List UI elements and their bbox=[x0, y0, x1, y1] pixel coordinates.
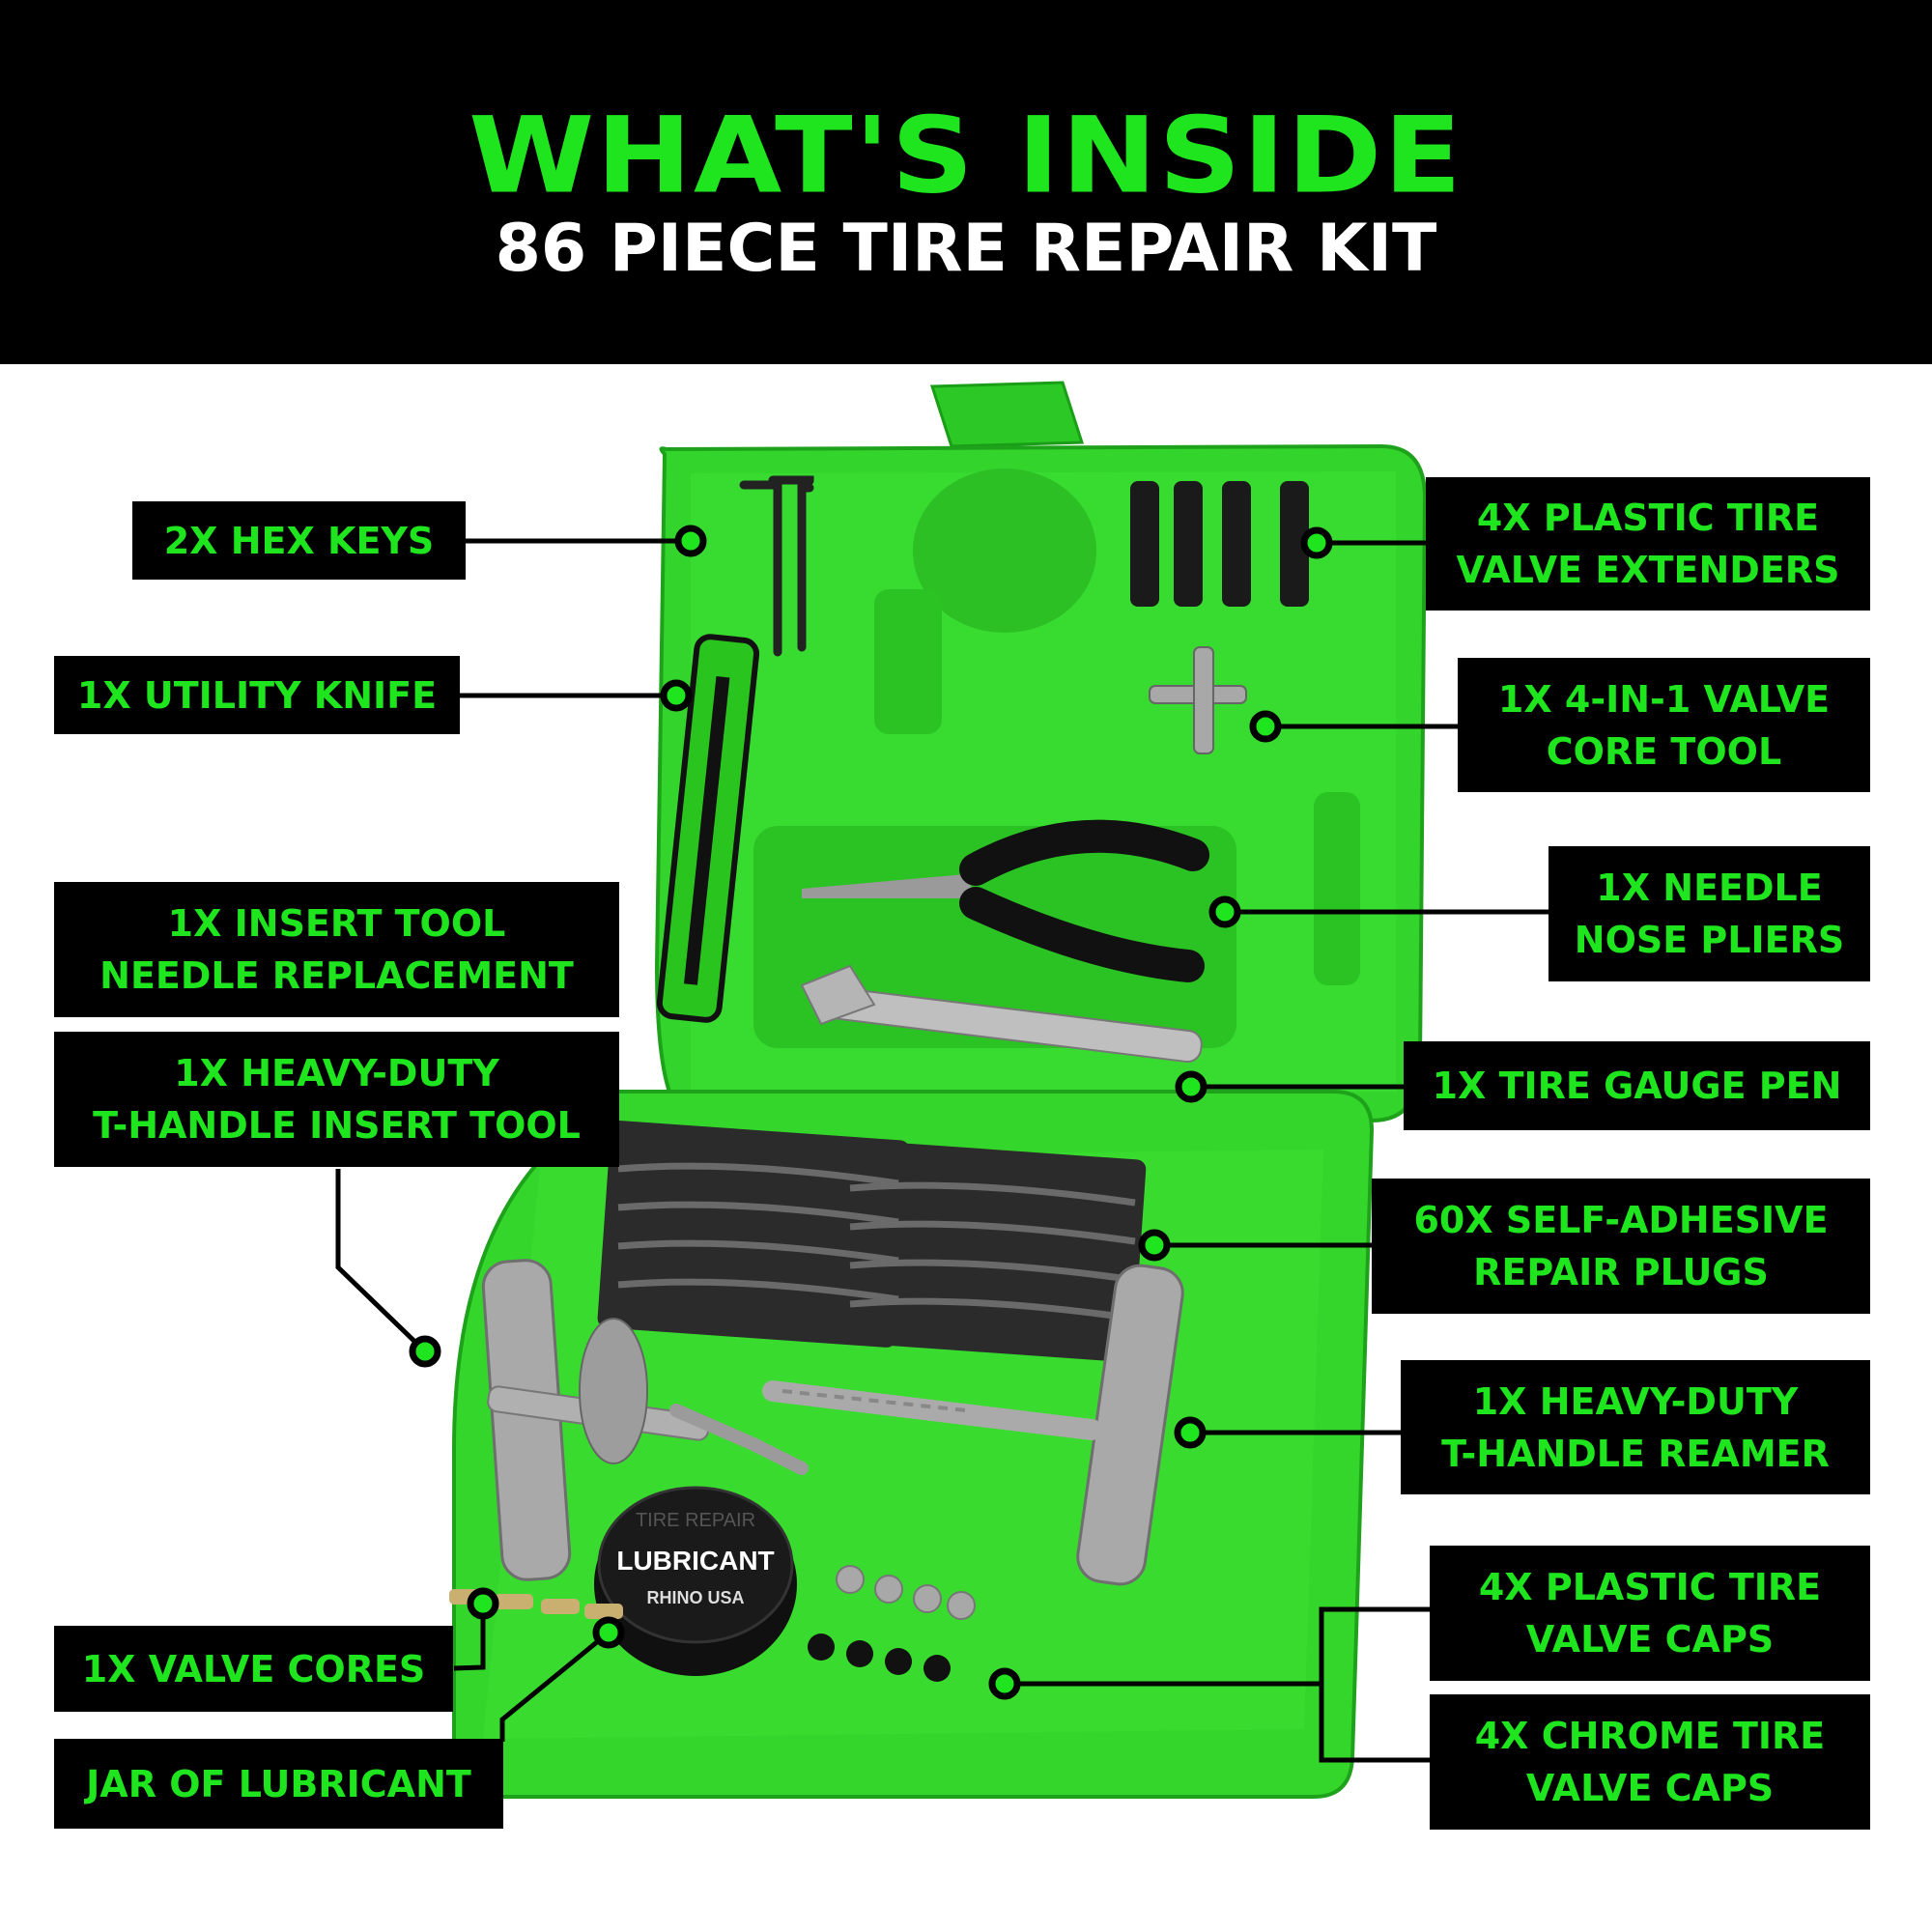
label-core-tool-line1: 4-IN-1 VALVE bbox=[1564, 677, 1831, 721]
label-plastic-caps-qty: 4X bbox=[1478, 1566, 1533, 1608]
label-core-tool: 1X 4-IN-1 VALVE CORE TOOL bbox=[1458, 658, 1870, 792]
utility-knife bbox=[656, 634, 760, 1023]
label-valve-cores: 1X VALVE CORES bbox=[54, 1626, 453, 1712]
case-handle bbox=[929, 381, 1085, 448]
label-pliers-line1: NEEDLE bbox=[1662, 867, 1823, 909]
label-plastic-caps-line2: VALVE CAPS bbox=[1525, 1618, 1775, 1661]
connector-lines bbox=[335, 538, 1548, 1763]
page-subtitle: 86 PIECE TIRE REPAIR KIT bbox=[495, 211, 1437, 287]
label-insert-needle-qty: 1X bbox=[167, 902, 222, 945]
label-chrome-caps-qty: 4X bbox=[1474, 1715, 1529, 1757]
jar-text-brand: RHINO USA bbox=[646, 1588, 744, 1607]
label-pliers: 1X NEEDLE NOSE PLIERS bbox=[1548, 846, 1870, 981]
hex-keys bbox=[739, 475, 814, 657]
label-plugs-line2: REPAIR PLUGS bbox=[1473, 1251, 1769, 1293]
tire-gauge-pen bbox=[800, 964, 1203, 1064]
needle-nose-pliers bbox=[802, 819, 1209, 982]
label-chrome-caps: 4X CHROME TIRE VALVE CAPS bbox=[1430, 1694, 1870, 1830]
label-insert-tool: 1X HEAVY-DUTY T-HANDLE INSERT TOOL bbox=[54, 1032, 619, 1167]
jar-text-lubricant: LUBRICANT bbox=[616, 1546, 774, 1576]
label-insert-needle: 1X INSERT TOOL NEEDLE REPLACEMENT bbox=[54, 882, 619, 1017]
label-gauge-text: TIRE GAUGE PEN bbox=[1498, 1065, 1842, 1107]
label-valve-extenders-qty: 4X bbox=[1476, 497, 1531, 539]
label-plastic-caps-line1: PLASTIC TIRE bbox=[1545, 1566, 1822, 1608]
label-reamer-line2: T-HANDLE REAMER bbox=[1441, 1432, 1830, 1475]
label-lubricant: JAR OF LUBRICANT bbox=[54, 1739, 503, 1829]
label-utility-knife: 1X UTILITY KNIFE bbox=[54, 656, 460, 734]
label-hex-keys: 2X HEX KEYS bbox=[132, 501, 466, 580]
label-core-tool-line2: CORE TOOL bbox=[1546, 729, 1782, 773]
label-insert-needle-line1: INSERT TOOL bbox=[234, 902, 506, 945]
label-plugs-qty: 60X bbox=[1413, 1199, 1493, 1241]
repair-plugs bbox=[597, 1121, 1147, 1362]
label-reamer-qty: 1X bbox=[1472, 1379, 1527, 1423]
label-hex-keys-text: HEX KEYS bbox=[230, 519, 435, 562]
label-core-tool-qty: 1X bbox=[1497, 677, 1552, 721]
label-hex-keys-qty: 2X bbox=[163, 519, 218, 562]
label-valve-extenders-line2: VALVE EXTENDERS bbox=[1456, 549, 1840, 591]
label-chrome-caps-line1: CHROME TIRE bbox=[1541, 1715, 1826, 1757]
label-valve-extenders-line1: PLASTIC TIRE bbox=[1543, 497, 1820, 539]
label-utility-knife-text: UTILITY KNIFE bbox=[143, 673, 438, 717]
header-banner: WHAT'S INSIDE 86 PIECE TIRE REPAIR KIT bbox=[0, 0, 1932, 364]
label-insert-tool-qty: 1X bbox=[174, 1052, 228, 1094]
label-reamer-line1: HEAVY-DUTY bbox=[1539, 1379, 1799, 1423]
jar-text-tire-repair: TIRE REPAIR bbox=[636, 1510, 755, 1531]
reamer-tool bbox=[762, 1264, 1184, 1586]
label-reamer: 1X HEAVY-DUTY T-HANDLE REAMER bbox=[1401, 1360, 1870, 1494]
valve-extenders bbox=[1130, 481, 1309, 607]
plastic-valve-caps bbox=[808, 1634, 951, 1682]
label-pliers-qty: 1X bbox=[1596, 867, 1651, 909]
label-plastic-caps: 4X PLASTIC TIRE VALVE CAPS bbox=[1430, 1546, 1870, 1681]
label-insert-needle-line2: NEEDLE REPLACEMENT bbox=[99, 954, 574, 997]
label-valve-extenders: 4X PLASTIC TIRE VALVE EXTENDERS bbox=[1426, 477, 1870, 611]
chrome-valve-caps bbox=[836, 1565, 976, 1620]
label-plugs: 60X SELF-ADHESIVE REPAIR PLUGS bbox=[1372, 1179, 1870, 1314]
insert-tool bbox=[481, 1259, 809, 1581]
label-plugs-line1: SELF-ADHESIVE bbox=[1505, 1199, 1829, 1241]
label-chrome-caps-line2: VALVE CAPS bbox=[1525, 1767, 1775, 1809]
core-tool bbox=[1149, 646, 1247, 754]
lubricant-jar: TIRE REPAIR LUBRICANT RHINO USA bbox=[594, 1486, 797, 1676]
page-title: WHAT'S INSIDE bbox=[469, 94, 1463, 217]
label-lubricant-text: JAR OF LUBRICANT bbox=[86, 1762, 471, 1805]
connector-dots bbox=[409, 525, 1333, 1700]
label-utility-knife-qty: 1X bbox=[76, 673, 131, 717]
label-insert-tool-line2: T-HANDLE INSERT TOOL bbox=[93, 1104, 581, 1147]
label-gauge-qty: 1X bbox=[1432, 1065, 1487, 1107]
label-valve-cores-qty: 1X bbox=[81, 1647, 136, 1690]
label-insert-tool-line1: HEAVY-DUTY bbox=[241, 1052, 499, 1094]
label-gauge: 1X TIRE GAUGE PEN bbox=[1404, 1041, 1870, 1130]
label-valve-cores-text: VALVE CORES bbox=[148, 1647, 426, 1690]
label-pliers-line2: NOSE PLIERS bbox=[1574, 919, 1845, 961]
